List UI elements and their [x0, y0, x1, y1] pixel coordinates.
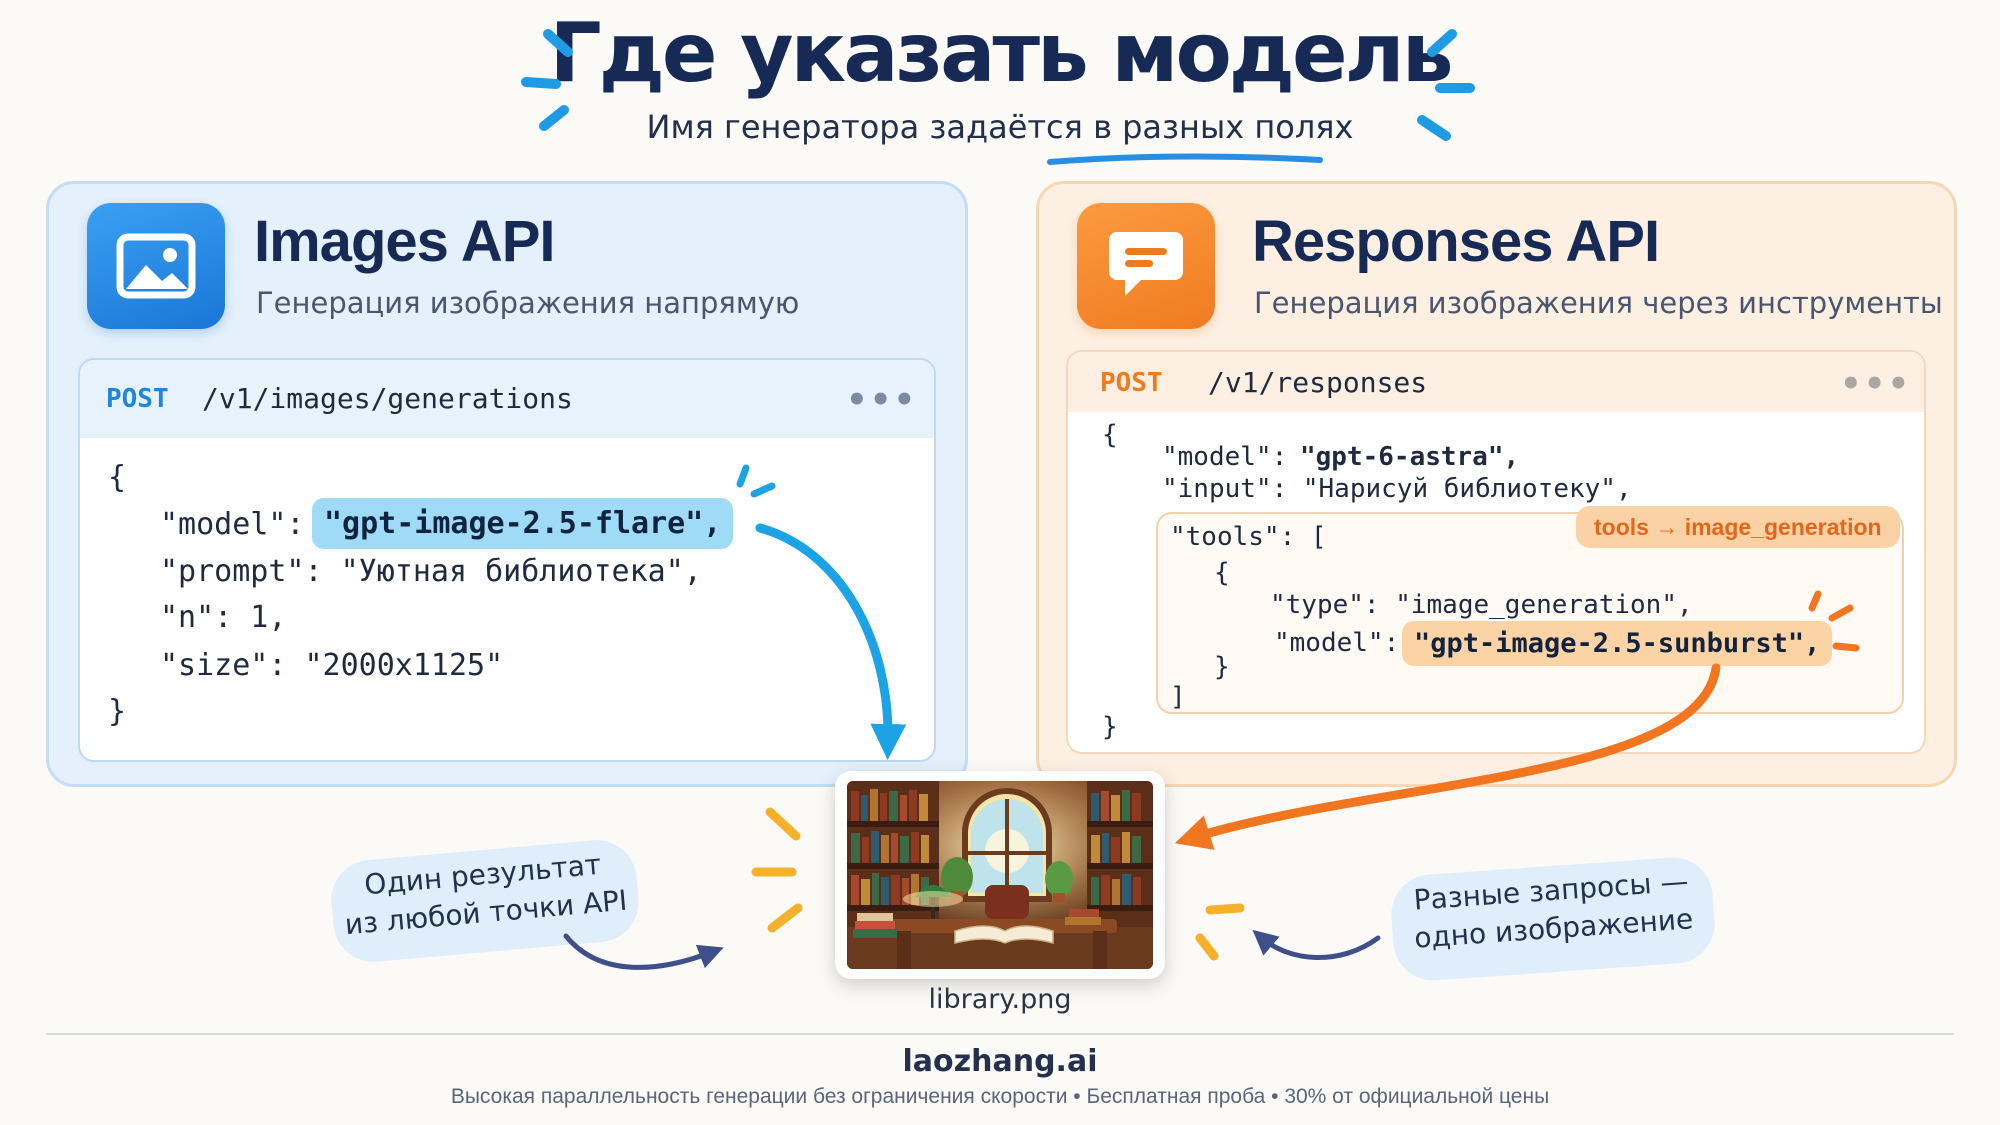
code-brace-open: { — [108, 460, 127, 495]
code-model-key: "model": — [1162, 442, 1303, 472]
code-tool-model-key: "model": — [1274, 628, 1415, 658]
arrow-note-right — [1252, 929, 1381, 960]
images-model-highlight: "gpt-image-2.5-flare", — [312, 498, 734, 549]
footer-tagline: Высокая параллельность генерации без огр… — [450, 1085, 1550, 1108]
code-inner-brace-open: { — [1214, 558, 1230, 588]
subtitle-underline — [1047, 153, 1323, 165]
result-image-frame — [835, 771, 1165, 979]
images-api-title: Images API — [254, 209, 556, 274]
responses-model-highlight: "gpt-image-2.5-sunburst", — [1402, 621, 1833, 666]
note-one-result: Один результат из любой точки API — [328, 836, 642, 966]
code-inner-brace-close: } — [1214, 652, 1230, 682]
responses-api-subtitle: Генерация изображения через инструменты — [1254, 286, 1943, 320]
code-model-key: "model": — [160, 507, 323, 542]
images-api-subtitle: Генерация изображения напрямую — [256, 286, 800, 320]
code-model-value: "gpt-6-astra", — [1300, 442, 1520, 472]
page-title: Где указать модель — [549, 6, 1453, 101]
image-icon — [87, 203, 225, 329]
request-bar — [80, 360, 934, 438]
code-type-line: "type": "image_generation", — [1270, 590, 1693, 620]
http-method: POST — [106, 384, 169, 414]
result-file-name: library.png — [928, 984, 1072, 1015]
chat-icon — [1077, 203, 1215, 329]
endpoint-path[interactable]: /v1/images/generations — [202, 382, 573, 415]
code-brace-open: { — [1102, 420, 1118, 450]
request-bar — [1068, 352, 1924, 412]
code-brace-close: } — [1102, 712, 1118, 742]
code-tools-line: "tools": [ — [1170, 522, 1327, 552]
responses-api-title: Responses API — [1252, 209, 1660, 274]
library-image[interactable] — [847, 781, 1153, 969]
note-different-requests: Разные запросы — одно изображение — [1388, 854, 1718, 984]
code-tools-close: ] — [1170, 682, 1186, 712]
code-input-line: "input": "Нарисуй библиотеку", — [1162, 474, 1632, 504]
tools-tag-badge: tools → image_generation — [1576, 506, 1900, 548]
code-prompt-line: "prompt": "Уютная библиотека", — [160, 554, 702, 589]
more-icon[interactable]: ••• — [1840, 364, 1912, 404]
more-icon[interactable]: ••• — [846, 380, 918, 420]
code-brace-close: } — [108, 694, 127, 729]
code-size-line: "size": "2000x1125" — [160, 648, 504, 683]
http-method: POST — [1100, 368, 1163, 398]
endpoint-path[interactable]: /v1/responses — [1208, 366, 1428, 399]
footer-brand[interactable]: laozhang.ai — [902, 1044, 1098, 1079]
code-n-line: "n": 1, — [160, 600, 287, 635]
page-subtitle: Имя генератора задаётся в разных полях — [646, 108, 1354, 146]
footer-divider — [46, 1033, 1954, 1035]
